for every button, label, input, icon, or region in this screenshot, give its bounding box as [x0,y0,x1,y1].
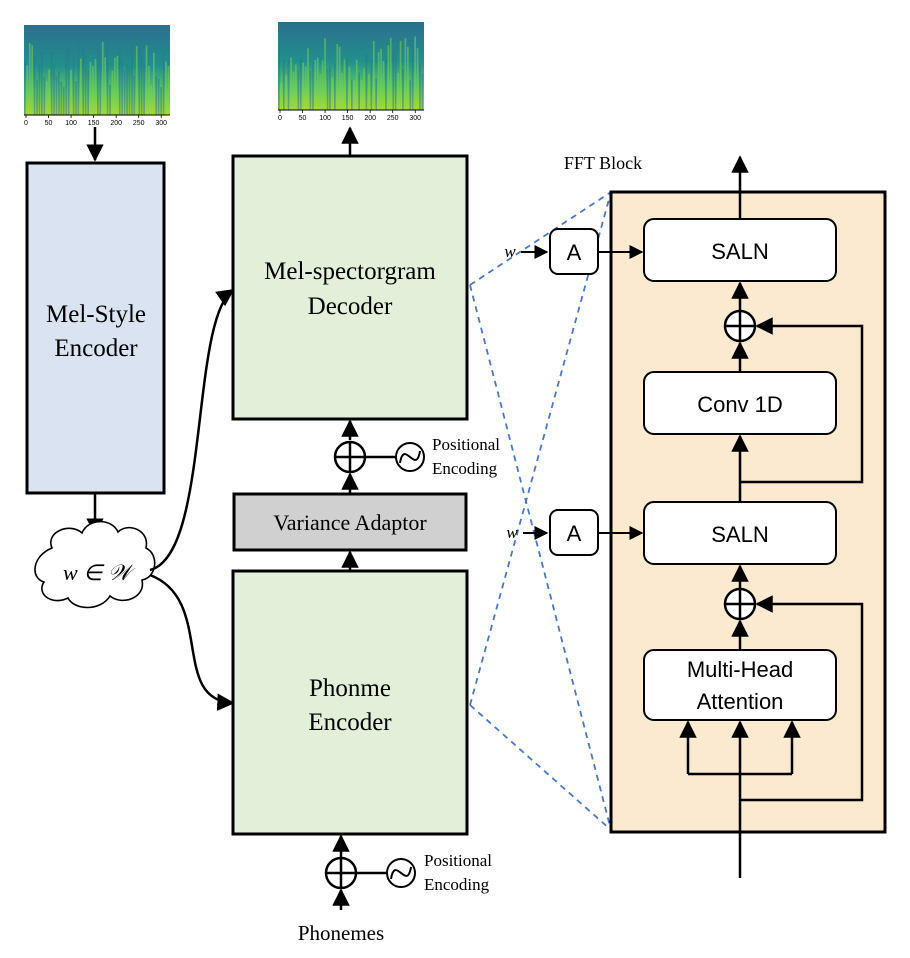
spectrogram-tick-label: 200 [110,120,122,127]
spectrogram-tick-label: 300 [409,115,421,122]
spectrogram-tick-label: 100 [319,115,331,122]
spectrogram-tick-label: 150 [88,120,100,127]
w-label-top: w [504,242,516,261]
attention-label-2: Attention [697,689,784,714]
conv1d-label: Conv 1D [697,392,783,417]
saln-bottom-box [643,501,837,565]
phonemes-label: Phonemes [298,921,384,945]
spectrogram-tick-label: 50 [45,120,53,127]
positional-encoding-upper-2: Encoding [432,459,498,478]
phoneme-encoder-box [231,569,469,836]
input-spectrogram: 0 50 100 150 200 250 300 [24,25,170,127]
spectrogram-tick-label: 300 [155,120,167,127]
mel-decoder-box [231,154,469,421]
residual-path-bottom [740,595,864,802]
conv1d-box [643,371,837,435]
spectrogram-tick-label: 200 [364,115,376,122]
variance-adaptor-box [232,492,468,552]
spectrogram-tick-label: 250 [133,120,145,127]
style-to-encoder-arrow [149,573,235,711]
saln-top-label: SALN [711,239,768,264]
style-to-decoder-arrow [149,288,235,572]
positional-encoding-upper-1: Positional [432,435,500,454]
saln-bottom-label: SALN [711,522,768,547]
dashed-connectors [469,191,612,831]
mel-style-encoder-label-2: Encoder [54,335,138,362]
residual-path-top [740,317,864,484]
fft-block-title: FFT Block [564,153,642,173]
mel-style-encoder-label-1: Mel-Style [46,301,146,328]
style-vector-label: w ∈ 𝒲 [63,560,136,585]
positional-encoding-lower-1: Positional [424,851,492,870]
sine-wave-icon-lower [386,858,416,888]
adapter-bottom-label: A [567,521,582,546]
spectrogram-tick-label: 50 [299,115,307,122]
attention-label-1: Multi-Head [687,657,793,682]
adapter-top-label: A [567,240,582,265]
residual-sum-top [723,309,757,343]
variance-adaptor-label: Variance Adaptor [273,510,427,535]
mel-style-encoder-box [25,161,166,495]
residual-sum-bottom [723,587,757,621]
phoneme-encoder-label-1: Phonme [309,675,391,702]
spectrogram-tick-label: 0 [24,120,28,127]
positional-sum-lower [324,856,358,890]
saln-top-box [643,218,837,282]
mel-decoder-label-2: Decoder [308,293,393,320]
style-vector-cloud [34,520,156,609]
spectrogram-tick-label: 0 [278,115,282,122]
sine-wave-icon-upper [395,442,425,472]
mel-decoder-label-1: Mel-spectorgram [264,258,436,285]
spectrogram-tick-label: 250 [387,115,399,122]
phoneme-encoder-label-2: Encoder [308,709,392,736]
multi-head-attention-box [643,649,837,721]
w-label-bottom: w [506,523,518,542]
output-spectrogram: 0 50 100 150 200 250 300 [278,22,424,122]
spectrogram-tick-label: 100 [65,120,77,127]
positional-encoding-lower-2: Encoding [424,875,490,894]
positional-sum-upper [333,440,367,474]
spectrogram-tick-label: 150 [342,115,354,122]
